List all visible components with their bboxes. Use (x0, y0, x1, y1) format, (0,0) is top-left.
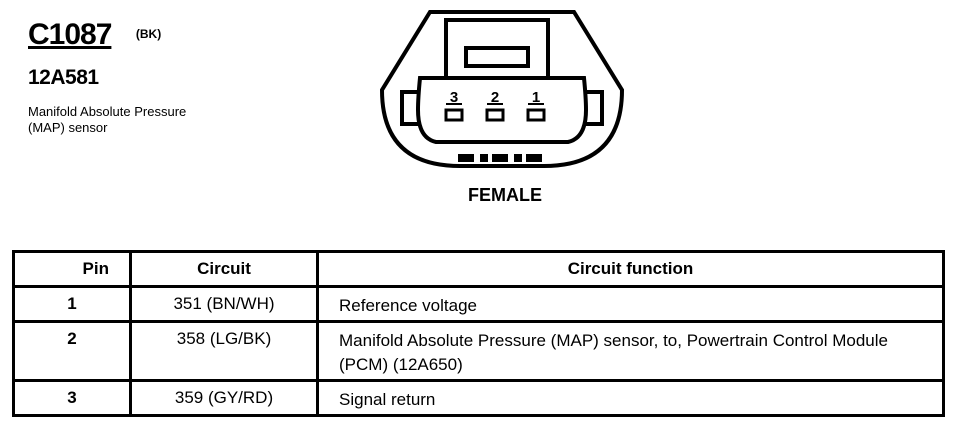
table-row: 2 358 (LG/BK) Manifold Absolute Pressure… (12, 320, 945, 382)
pinout-table: Pin Circuit Circuit function 1 351 (BN/W… (12, 250, 945, 417)
terminal-1 (526, 108, 546, 122)
row-circuit: 359 (GY/RD) (129, 379, 319, 417)
pin-label-2: 2 (491, 89, 499, 106)
locking-tab-inner (464, 46, 530, 68)
row-pin: 1 (12, 285, 132, 323)
connector-color-code: (BK) (135, 27, 162, 41)
pin-label-1: 1 (532, 89, 540, 106)
connector-description: Manifold Absolute Pressure (MAP) sensor (28, 104, 187, 135)
row-pin: 3 (12, 379, 132, 417)
table-row: 1 351 (BN/WH) Reference voltage (12, 285, 945, 323)
row-function: Manifold Absolute Pressure (MAP) sensor,… (316, 320, 945, 382)
table-row: 3 359 (GY/RD) Signal return (12, 379, 945, 417)
connector-id: C1087 (28, 18, 112, 51)
keying-ribs (458, 154, 542, 162)
part-number: 12A581 (28, 66, 99, 89)
row-function: Signal return (316, 379, 945, 417)
chamber-left-notch (400, 90, 420, 126)
terminal-3 (444, 108, 464, 122)
connector-face-diagram: 3 2 1 (379, 10, 625, 168)
row-pin: 2 (12, 320, 132, 382)
header-circuit-function: Circuit function (316, 250, 945, 288)
connector-header: C1087 (BK) 12A581 Manifold Absolute Pres… (28, 18, 208, 136)
header-pin: Pin (12, 250, 132, 288)
connector-housing-outline (379, 10, 625, 168)
chamber-right-notch (584, 90, 604, 126)
header-circuit: Circuit (129, 250, 319, 288)
pin-label-3: 3 (450, 89, 458, 106)
row-function: Reference voltage (316, 285, 945, 323)
row-circuit: 358 (LG/BK) (129, 320, 319, 382)
connector-gender-label: FEMALE (468, 185, 542, 205)
row-circuit: 351 (BN/WH) (129, 285, 319, 323)
table-header-row: Pin Circuit Circuit function (12, 250, 945, 288)
terminal-2 (485, 108, 505, 122)
